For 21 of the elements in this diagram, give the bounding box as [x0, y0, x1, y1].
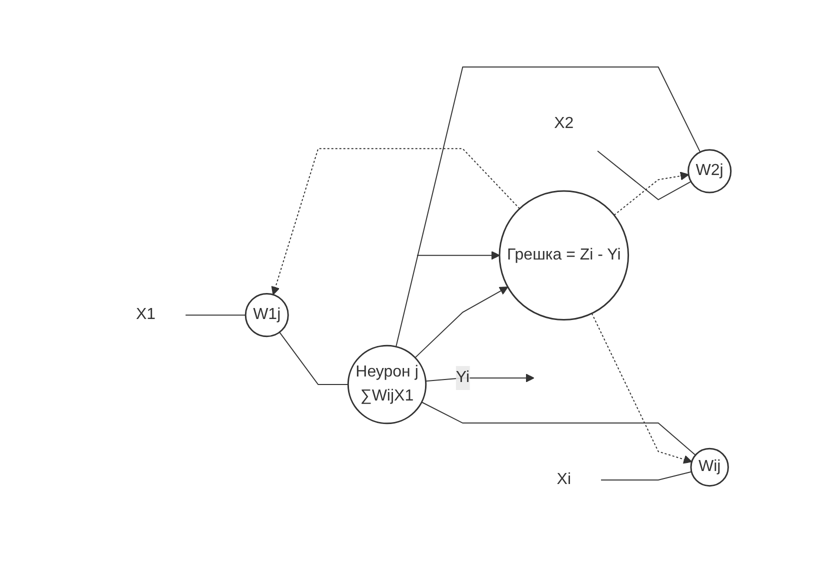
connector	[395, 66, 700, 348]
node-circle: Грешка = Zi - Yi	[498, 190, 629, 321]
node-circle: W1j	[244, 293, 288, 338]
arrow	[424, 374, 534, 382]
arrow	[590, 312, 692, 464]
node-text: X2	[554, 114, 574, 132]
connector	[278, 332, 348, 385]
connector	[596, 150, 692, 200]
node-text: Xi	[556, 471, 571, 488]
edge-label: Yi	[455, 369, 470, 386]
arrow	[414, 286, 508, 358]
node-circle: Wij	[690, 448, 728, 487]
arrow	[416, 250, 500, 260]
node-circle: Неурон j ∑WijX1	[346, 344, 426, 424]
arrow	[270, 148, 520, 296]
node-circle: W2j	[687, 149, 732, 194]
arrow	[613, 172, 689, 216]
connector	[420, 402, 696, 456]
connector	[600, 471, 692, 480]
connector	[184, 314, 246, 316]
node-text: X1	[136, 306, 156, 324]
